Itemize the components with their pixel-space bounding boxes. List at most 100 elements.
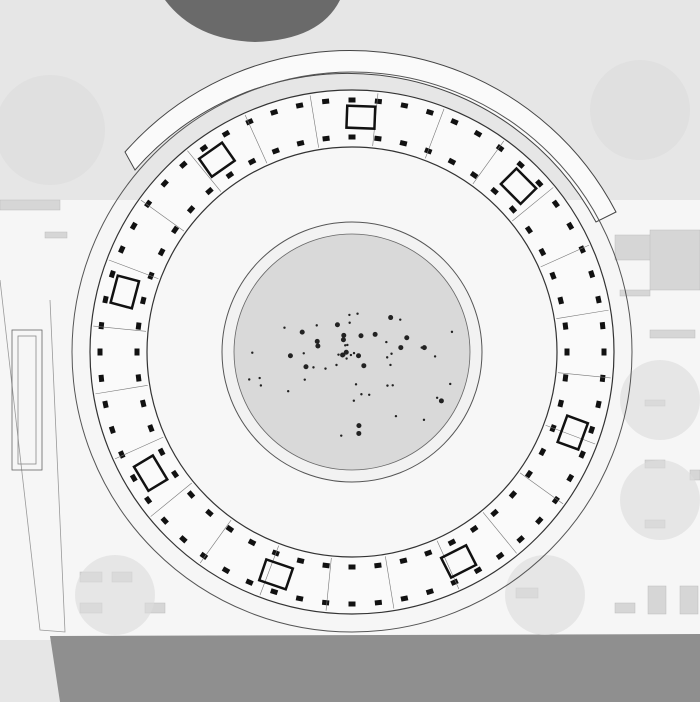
column (399, 139, 408, 147)
partition-wall (519, 472, 564, 505)
column (270, 588, 279, 596)
column (321, 98, 330, 105)
tree (433, 355, 437, 358)
column (295, 595, 304, 602)
tree (340, 337, 346, 343)
tree (283, 326, 286, 329)
tree (422, 418, 426, 422)
tree (352, 399, 356, 402)
column (225, 524, 235, 533)
tree (343, 351, 347, 354)
tree (299, 329, 305, 335)
tree (343, 353, 346, 357)
tree (356, 423, 362, 429)
partition-wall (472, 140, 505, 185)
tree (421, 345, 427, 351)
tree (303, 378, 306, 381)
column (516, 535, 525, 544)
tree (335, 363, 338, 367)
partition-wall (187, 150, 222, 192)
site-block (614, 234, 656, 261)
column (374, 562, 382, 569)
tree (258, 376, 261, 380)
stair-core (257, 557, 295, 591)
tree (361, 363, 367, 369)
partition-wall (325, 557, 332, 611)
planting-area (620, 460, 700, 540)
tree (324, 367, 327, 370)
column (374, 98, 383, 105)
column (562, 322, 569, 330)
site-block (647, 585, 667, 615)
partition-wall (482, 512, 517, 554)
road (50, 634, 700, 702)
column (98, 321, 105, 330)
column (450, 118, 459, 126)
column (562, 374, 569, 382)
column (495, 551, 505, 560)
tree (391, 384, 394, 387)
tree (315, 343, 321, 349)
column (157, 447, 166, 457)
left-strip (0, 279, 66, 633)
tree (251, 351, 254, 354)
courtyard-trees (248, 312, 454, 437)
tree (348, 313, 351, 317)
column (524, 225, 533, 235)
column (400, 102, 409, 109)
partition-wall (140, 199, 185, 232)
column (147, 424, 155, 433)
column (144, 199, 153, 209)
column (535, 516, 544, 525)
column (295, 102, 304, 109)
column (186, 205, 196, 214)
column (245, 578, 254, 586)
tree (398, 345, 404, 351)
partition-wall (557, 372, 611, 379)
water-basin (165, 0, 340, 42)
column (399, 557, 408, 565)
tree (303, 364, 309, 370)
planting-area (620, 360, 700, 440)
column (171, 469, 180, 479)
tree (360, 393, 363, 396)
site-block (44, 231, 68, 239)
column (374, 599, 383, 606)
stair-core (197, 140, 237, 179)
tree (340, 434, 343, 437)
column (400, 595, 409, 602)
column (557, 296, 565, 305)
column (447, 538, 457, 547)
stair-core (132, 453, 169, 493)
column (424, 549, 433, 557)
column (588, 425, 596, 434)
column (221, 566, 231, 575)
column (296, 139, 305, 147)
stair-core (345, 104, 377, 130)
column (599, 374, 606, 383)
partition-wall (309, 95, 319, 148)
tree (354, 383, 358, 386)
planting-area (75, 555, 155, 635)
tree (356, 312, 359, 315)
site-block (0, 199, 61, 211)
tree (449, 382, 452, 386)
partition-wall (259, 545, 280, 596)
column (538, 447, 547, 457)
tree (344, 344, 347, 347)
column (348, 134, 356, 140)
column (98, 374, 105, 383)
stair-core (439, 543, 478, 580)
column (157, 247, 166, 257)
tree (389, 363, 392, 367)
column (134, 348, 140, 356)
tree (388, 315, 394, 321)
column (144, 495, 153, 505)
column (205, 186, 214, 196)
column (97, 348, 103, 356)
planting-area (0, 75, 105, 185)
column (578, 450, 586, 459)
tree (356, 430, 362, 436)
column (271, 147, 280, 155)
